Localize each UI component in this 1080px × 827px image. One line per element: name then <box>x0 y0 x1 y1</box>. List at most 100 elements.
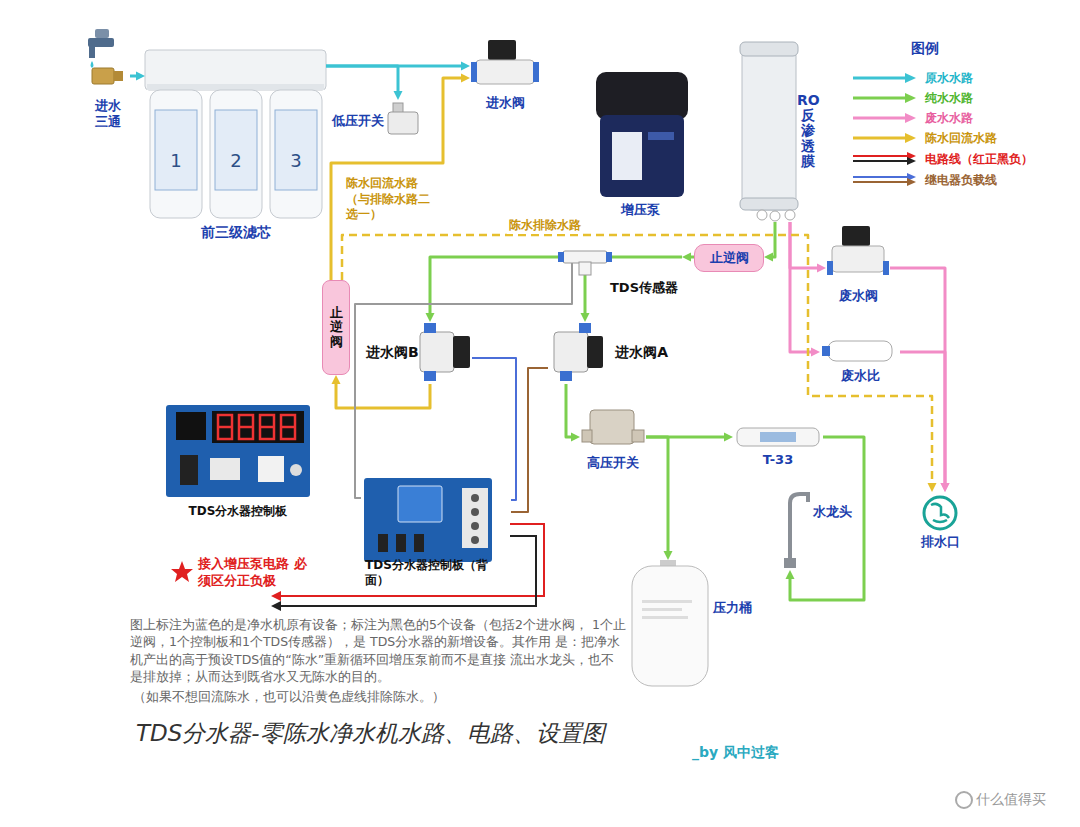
connector <box>790 222 826 273</box>
connector-line <box>646 437 668 553</box>
faucet-icon <box>784 494 808 568</box>
connector <box>426 257 559 322</box>
tds-sensor: TDS传感器 <box>558 246 682 298</box>
inlet-valve-b: 进水阀B <box>362 322 472 384</box>
legend-item: 废水水路 <box>925 110 973 126</box>
node-label: 前三级滤芯 <box>201 224 271 242</box>
controller-board-front: TDS分水器控制板 <box>163 403 313 521</box>
edge-label: 陈水排除水路 <box>507 217 583 234</box>
connector-line <box>472 358 516 500</box>
legend-heading: 图例 <box>911 40 971 58</box>
node-label: 进水阀A <box>615 344 668 362</box>
connector <box>646 437 673 560</box>
route-note: 陈水回流水路 （与排除水路二 选一） <box>346 176 440 223</box>
filter-set: 前三级滤芯 <box>145 48 326 243</box>
watermark-icon <box>956 792 972 808</box>
connector <box>786 437 865 600</box>
node-label: 进水 三通 <box>94 98 121 131</box>
faucet: 水龙头 <box>780 488 856 570</box>
legend-text: 继电器负载线 <box>925 172 997 188</box>
edge-label-holder: 陈水排除水路 <box>507 217 583 234</box>
high-pressure-switch: 高压开关 <box>580 403 646 473</box>
inlet-tee: 进水 三通 <box>86 28 130 132</box>
warning-note: 接入增压泵电路 必须区分正负极 <box>198 556 310 590</box>
label-holder: 3 <box>286 150 306 173</box>
arrow-head <box>724 433 733 442</box>
connector-line <box>790 222 819 268</box>
connector <box>342 235 937 492</box>
node-label: 进水阀B <box>366 344 419 362</box>
filter-illustration <box>145 50 326 218</box>
legend-text: 原水水路 <box>925 70 973 86</box>
arrow-head <box>581 313 590 322</box>
legend-text: 纯水水路 <box>925 90 973 106</box>
connector <box>682 253 694 262</box>
legend-text: 陈水回流水路 <box>925 130 997 146</box>
label-holder: 图例 <box>911 40 971 58</box>
connector <box>511 368 548 512</box>
diagram-title: TDS分水器-零陈水净水机水路、电路、设置图 <box>136 718 605 749</box>
connector <box>331 74 470 281</box>
label-holder: 什么值得买 <box>976 791 1074 809</box>
legend-item: 继电器负载线 <box>925 172 997 188</box>
callout-number: 2 <box>226 150 246 173</box>
connector-line <box>130 75 138 78</box>
inlet-valve: 进水阀 <box>470 38 540 113</box>
arrow-head <box>332 375 341 384</box>
connector <box>355 298 572 498</box>
connector <box>326 62 470 71</box>
callout-number: 1 <box>166 150 186 173</box>
label-holder: 接入增压泵电路 必须区分正负极 <box>198 556 310 590</box>
node-label: 排水口 <box>921 534 960 550</box>
arrow-head <box>136 72 145 81</box>
pressure-tank: 压力桶 <box>626 560 756 690</box>
node-label: TDS分水器控制板 <box>189 504 288 519</box>
arrow-head <box>682 253 691 262</box>
warning-star <box>171 561 193 582</box>
arrow-head <box>394 91 403 100</box>
connector-line <box>336 382 430 408</box>
t33-filter-icon <box>737 428 819 446</box>
low-pressure-switch-icon <box>388 103 418 134</box>
arrow-head <box>811 348 820 357</box>
label-holder: 图上标注为蓝色的是净水机原有设备；标注为黑色的5个设备（包括2个进水阀， 1个止… <box>130 616 626 685</box>
node-label: 进水阀 <box>486 95 525 111</box>
title-holder: TDS分水器-零陈水净水机水路、电路、设置图 <box>136 718 605 749</box>
low-pressure-switch: 低压开关 <box>328 100 423 142</box>
connector-line <box>900 352 945 485</box>
controller-board-back: TDS分水器控制板（背面） <box>361 476 511 590</box>
ro-membrane-icon <box>740 42 798 221</box>
node-label: 止逆阀 <box>710 250 749 266</box>
legend-text: 电路线（红正黑负） <box>925 151 1033 167</box>
drain-icon <box>924 497 956 529</box>
node-label: 增压泵 <box>621 202 660 218</box>
callout-number: 3 <box>286 150 306 173</box>
connector-line <box>584 298 587 315</box>
arrow-head <box>786 570 795 579</box>
label-holder: _by 风中过客 <box>692 744 832 762</box>
legend-item: 纯水水路 <box>925 90 973 106</box>
label-holder: 2 <box>226 150 246 173</box>
tap-illustration <box>88 29 114 68</box>
connector <box>581 298 590 322</box>
watermark: 什么值得买 <box>976 791 1074 809</box>
legend-item: 原水水路 <box>925 70 973 86</box>
connector <box>130 72 145 81</box>
inlet-valve-b-icon <box>420 323 470 381</box>
connector <box>326 66 403 100</box>
power-wires <box>271 524 544 611</box>
node-label: 水龙头 <box>813 504 852 520</box>
label-holder: （如果不想回流陈水，也可以沿黄色虚线排除陈水。） <box>133 688 613 705</box>
t33-filter: T-33 <box>733 424 823 470</box>
node-label: RO反渗透膜 <box>796 93 821 170</box>
inlet-valve-a: 进水阀A <box>548 322 672 384</box>
waste-ratio-icon <box>822 341 892 361</box>
explanation-note: 图上标注为蓝色的是净水机原有设备；标注为黑色的5个设备（包括2个进水阀， 1个止… <box>130 616 626 685</box>
connector-line <box>646 436 726 439</box>
tee-fitting <box>92 68 123 84</box>
connector-line <box>331 78 463 280</box>
connector-line <box>430 257 558 315</box>
check-valve-new: 止逆阀 <box>322 280 350 375</box>
arrow-head <box>461 62 470 71</box>
